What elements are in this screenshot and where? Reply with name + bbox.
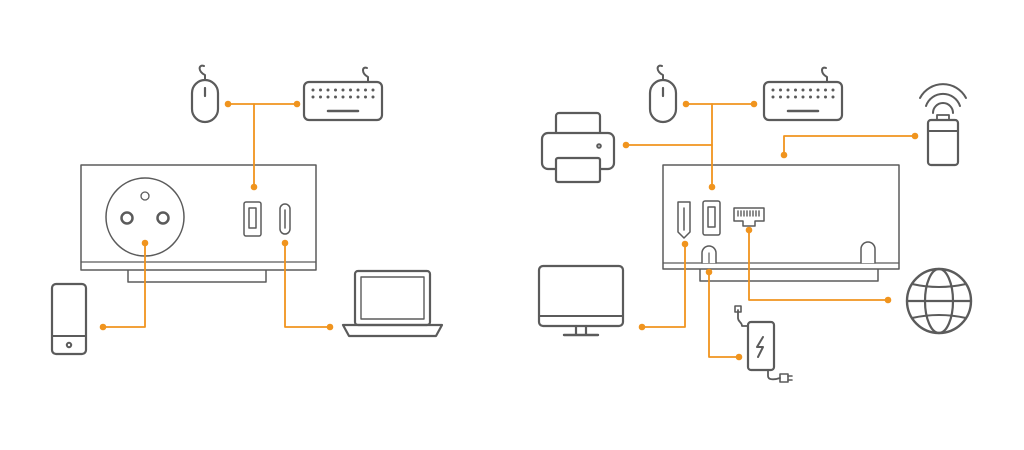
keyboard-key	[801, 88, 805, 92]
keyboard-key	[356, 88, 360, 92]
dock-hub-diagram	[537, 64, 973, 383]
mouse-icon	[648, 64, 678, 124]
usb-c-port	[279, 203, 291, 235]
keyboard-key	[801, 95, 805, 99]
hdmi-port	[677, 201, 691, 239]
keyboard-key	[771, 88, 775, 92]
keyboard-key	[816, 95, 820, 99]
keyboard-key	[786, 95, 790, 99]
keyboard-key	[771, 95, 775, 99]
keyboard-key	[319, 88, 322, 92]
keyboard-key	[364, 88, 367, 92]
keyboard-key	[786, 88, 790, 92]
smartphone-icon	[50, 282, 88, 356]
keyboard-keys	[771, 88, 835, 99]
keyboard-key	[341, 88, 345, 92]
ethernet-port	[733, 207, 765, 227]
dock-hub-wires	[622, 100, 919, 361]
keyboard-key	[824, 95, 827, 99]
keyboard-keys	[311, 88, 375, 99]
keyboard-key	[319, 95, 322, 99]
usb-a-port	[243, 201, 262, 237]
keyboard-key	[349, 95, 352, 99]
power-adapter-icon	[734, 305, 793, 383]
ethernet-pins	[737, 210, 760, 217]
keyboard-key	[371, 95, 375, 99]
keyboard-key	[779, 95, 782, 99]
keyboard-key	[326, 95, 330, 99]
socket-hub-device	[80, 164, 317, 283]
globe-icon	[905, 267, 973, 335]
keyboard-key	[341, 95, 345, 99]
socket-hub-wires	[99, 100, 334, 331]
keyboard-key	[831, 95, 835, 99]
keyboard-key	[311, 95, 315, 99]
monitor-icon	[537, 264, 625, 337]
keyboard-key	[334, 88, 337, 92]
laptop-icon	[341, 269, 444, 338]
keyboard-key	[809, 88, 812, 92]
keyboard-icon	[302, 66, 384, 122]
keyboard-key	[371, 88, 375, 92]
wireless-battery-icon	[919, 83, 967, 167]
dock-hub-device	[662, 164, 900, 282]
keyboard-key	[334, 95, 337, 99]
keyboard-key	[364, 95, 367, 99]
keyboard-key	[794, 95, 797, 99]
socket-hub-diagram	[50, 64, 444, 356]
keyboard-key	[824, 88, 827, 92]
keyboard-key	[779, 88, 782, 92]
usb-a-port	[702, 200, 721, 236]
keyboard-key	[326, 88, 330, 92]
keyboard-key	[356, 95, 360, 99]
mouse-icon	[190, 64, 220, 124]
keyboard-icon	[762, 66, 844, 122]
keyboard-key	[831, 88, 835, 92]
keyboard-key	[349, 88, 352, 92]
keyboard-key	[816, 88, 820, 92]
keyboard-key	[311, 88, 315, 92]
keyboard-key	[794, 88, 797, 92]
keyboard-key	[809, 95, 812, 99]
printer-icon	[540, 111, 616, 184]
